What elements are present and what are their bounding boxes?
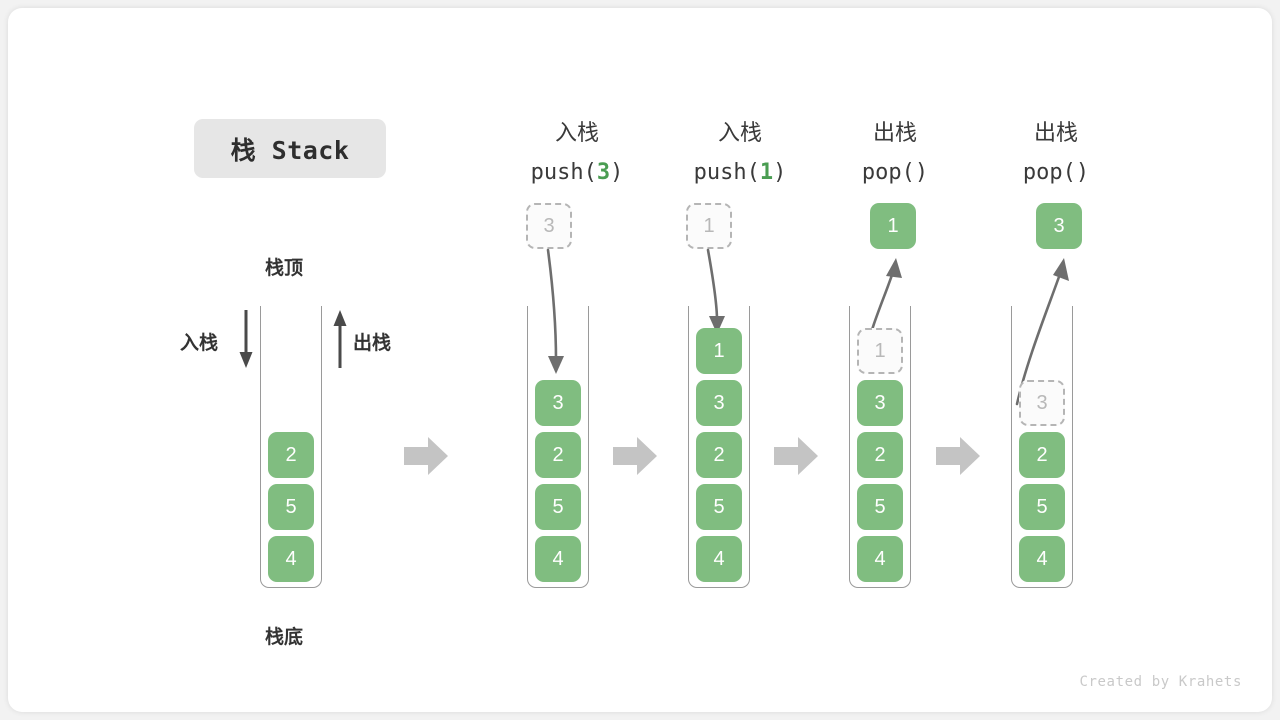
code-prefix: pop( (1022, 160, 1076, 185)
popped-element: 3 (1036, 203, 1082, 249)
diagram-card: 栈 Stack 栈顶 入栈 出栈 2 5 4 栈底 入栈 push(3) 3 (8, 8, 1272, 712)
code-suffix: ) (914, 160, 929, 185)
push-curve-arrow-icon (680, 248, 750, 358)
stack-cell: 4 (696, 536, 742, 582)
stack-tube-push-1 (688, 306, 750, 588)
stack-tube-pop-1 (849, 306, 911, 588)
ghost-cell: 1 (686, 203, 732, 249)
stage-header-push-3: 入栈 push(3) (502, 113, 652, 193)
stack-cell: 5 (696, 484, 742, 530)
stack-cell: 2 (696, 432, 742, 478)
stack-tube-initial (260, 306, 322, 588)
code-prefix: push( (693, 160, 760, 185)
code-prefix: push( (530, 160, 597, 185)
ghost-cell: 3 (526, 203, 572, 249)
stage-header-code: pop() (820, 153, 970, 193)
stack-cell: 2 (535, 432, 581, 478)
push-down-arrow-icon (236, 308, 256, 370)
stage-header-pop-1: 出栈 pop() (820, 113, 970, 193)
stack-cell: 2 (857, 432, 903, 478)
stage-header-code: push(1) (665, 153, 815, 193)
stage-header-cn: 出栈 (1033, 120, 1078, 145)
ghost-cell: 1 (857, 328, 903, 374)
stack-cell: 5 (535, 484, 581, 530)
stack-cell: 2 (1019, 432, 1065, 478)
pop-direction-label: 出栈 (353, 333, 392, 354)
stage-header-pop-3: 出栈 pop() (981, 113, 1131, 193)
stack-cell: 5 (857, 484, 903, 530)
code-suffix: ) (610, 160, 624, 185)
stage-header-cn: 入栈 (717, 120, 762, 145)
stack-tube-pop-3 (1011, 306, 1073, 588)
code-arg: 1 (759, 160, 774, 185)
stack-cell: 3 (535, 380, 581, 426)
stack-cell: 3 (857, 380, 903, 426)
stage-header-push-1: 入栈 push(1) (665, 113, 815, 193)
transition-arrow-icon (936, 436, 980, 476)
transition-arrow-icon (404, 436, 448, 476)
stack-cell: 3 (696, 380, 742, 426)
stack-cell: 5 (1019, 484, 1065, 530)
code-suffix: ) (773, 160, 787, 185)
title-badge: 栈 Stack (194, 119, 386, 178)
stage-header-cn: 出栈 (872, 120, 917, 145)
stack-cell: 4 (1019, 536, 1065, 582)
stack-tube-push-3 (527, 306, 589, 588)
pop-up-arrow-icon (330, 308, 350, 370)
push-curve-arrow-icon (520, 248, 590, 388)
code-suffix: ) (1075, 160, 1090, 185)
stack-bottom-label: 栈底 (265, 627, 304, 648)
stack-cell: 5 (268, 484, 314, 530)
stack-cell: 4 (268, 536, 314, 582)
credit-text: Created by Krahets (1079, 674, 1242, 690)
stack-top-label: 栈顶 (265, 258, 304, 279)
title-text: 栈 Stack (230, 135, 350, 165)
stack-cell: 1 (696, 328, 742, 374)
code-arg: 3 (596, 160, 611, 185)
stack-cell: 4 (857, 536, 903, 582)
transition-arrow-icon (613, 436, 657, 476)
stage-header-cn: 入栈 (554, 120, 599, 145)
popped-element: 1 (870, 203, 916, 249)
stage-header-code: push(3) (502, 153, 652, 193)
stage-header-code: pop() (981, 153, 1131, 193)
code-prefix: pop( (861, 160, 915, 185)
ghost-cell: 3 (1019, 380, 1065, 426)
push-direction-label: 入栈 (180, 333, 219, 354)
stack-cell: 4 (535, 536, 581, 582)
stack-cell: 2 (268, 432, 314, 478)
transition-arrow-icon (774, 436, 818, 476)
